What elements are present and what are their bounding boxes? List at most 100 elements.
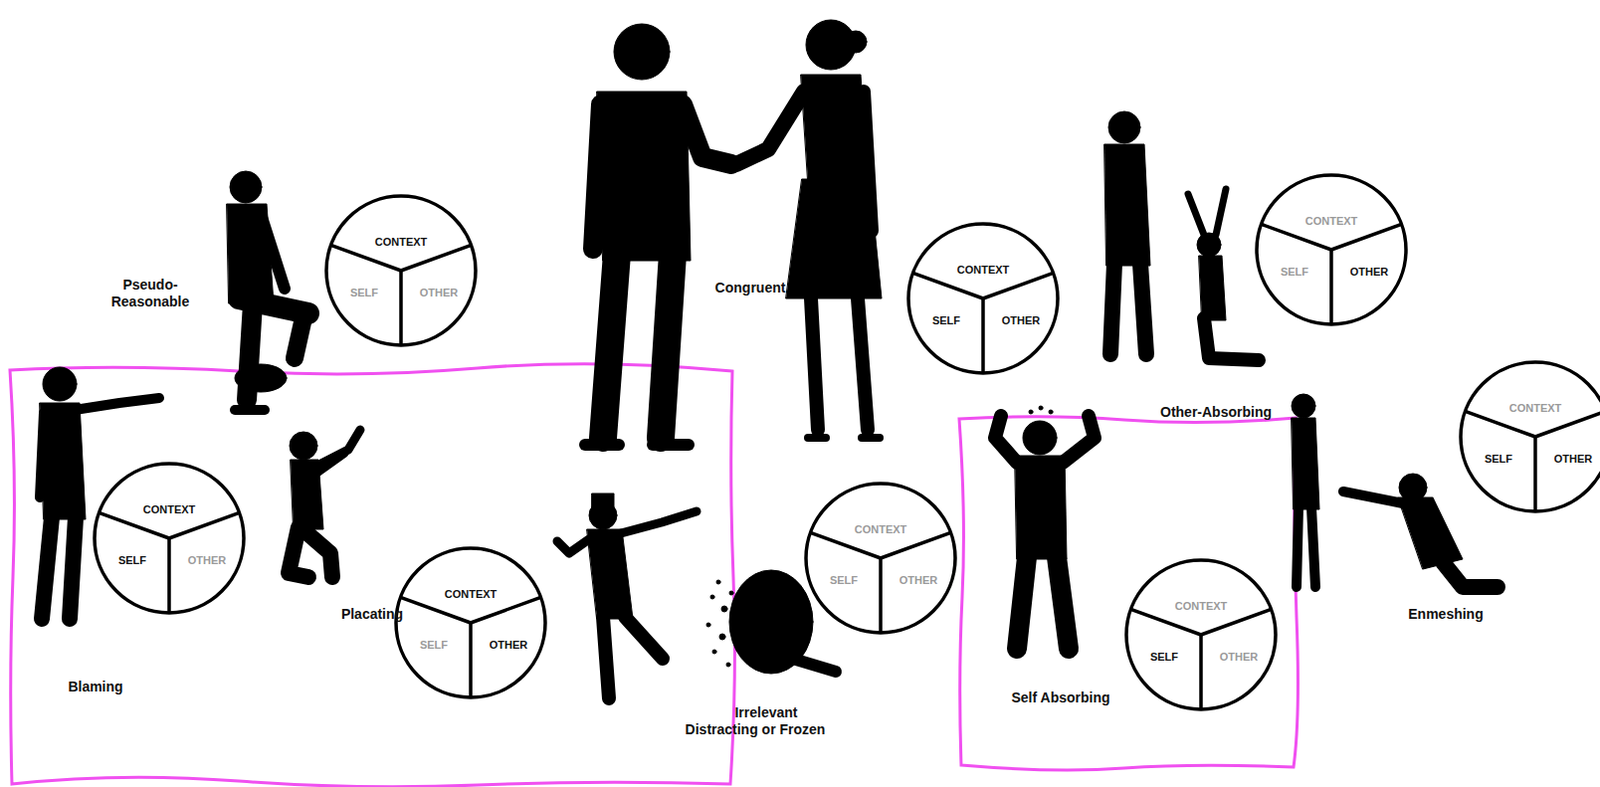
- speckle: [710, 595, 715, 600]
- pie-segment-label: OTHER: [1554, 452, 1594, 465]
- pie-circle: [1460, 362, 1600, 512]
- torso: [1014, 455, 1067, 560]
- stance-pie-circle: CONTEXTSELFOTHER: [324, 194, 478, 348]
- pie-divider: [331, 244, 401, 271]
- torso: [597, 91, 691, 261]
- stance-label: Self Absorbing: [991, 689, 1131, 707]
- pie-divider: [400, 244, 471, 271]
- head: [289, 431, 318, 460]
- sitting-man-silhouette: [226, 171, 309, 410]
- head: [229, 171, 262, 203]
- pie-segment-label: OTHER: [1350, 265, 1390, 278]
- pie-segment-label: OTHER: [899, 574, 939, 587]
- leg: [660, 253, 673, 438]
- arms-raised-man-silhouette: [995, 405, 1095, 649]
- speckle: [726, 662, 731, 667]
- pie-outline: [1254, 173, 1408, 327]
- pie-circle: [1256, 175, 1406, 325]
- arm: [260, 213, 285, 289]
- pie-segment-label: SELF: [829, 574, 858, 587]
- speckle: [719, 633, 726, 640]
- foot: [861, 433, 880, 442]
- arm: [593, 104, 601, 249]
- pie-outline: [1458, 360, 1600, 514]
- jester-silhouette: [557, 493, 697, 699]
- pie-segment-label: CONTEXT: [1305, 214, 1359, 227]
- pie-segment-label: SELF: [1280, 265, 1309, 278]
- shin: [294, 313, 305, 359]
- pie-segment-label: SELF: [932, 314, 961, 327]
- pie-divider: [399, 270, 403, 346]
- pie-divider: [880, 532, 951, 559]
- arm: [1343, 491, 1403, 504]
- stance-label: Congruent: [690, 279, 810, 297]
- stance-label: Placating: [322, 605, 422, 623]
- pie-segment-label: CONTEXT: [375, 235, 428, 248]
- torso: [1291, 417, 1320, 510]
- head: [613, 23, 670, 80]
- pie-divider: [1199, 634, 1203, 710]
- arm: [316, 453, 345, 474]
- stance-pie-circle: CONTEXTSELFOTHER: [1458, 360, 1600, 514]
- head: [42, 367, 77, 401]
- stance-label: Irrelevant Distracting or Frozen: [679, 704, 831, 739]
- stance-pie-circle: CONTEXTSELFOTHER: [1124, 558, 1278, 712]
- pie-outline: [92, 461, 246, 615]
- pie-divider: [1200, 608, 1271, 635]
- leg: [624, 616, 663, 659]
- pie-divider: [810, 532, 881, 559]
- pie-circle: [1126, 560, 1276, 710]
- stance-label: Enmeshing: [1386, 605, 1506, 623]
- arm: [620, 511, 697, 534]
- leg: [1056, 557, 1069, 649]
- arm: [682, 104, 732, 165]
- foot: [234, 404, 265, 415]
- torso: [1104, 144, 1151, 266]
- leg: [69, 517, 76, 619]
- foot: [652, 438, 689, 451]
- leg: [786, 656, 836, 672]
- handshake-woman-silhouette: [736, 19, 882, 438]
- head: [1291, 394, 1316, 418]
- highlight-box: [9, 364, 735, 787]
- standing-woman-silhouette: [1291, 394, 1320, 588]
- arm: [557, 539, 590, 554]
- pie-segment-label: SELF: [1484, 452, 1513, 465]
- pie-segment-label: CONTEXT: [854, 523, 908, 536]
- arm: [1188, 194, 1204, 235]
- emanation-dot: [1038, 405, 1043, 410]
- stance-label: Pseudo- Reasonable: [100, 276, 200, 311]
- foot: [585, 438, 619, 451]
- pie-divider: [1131, 608, 1201, 635]
- stance-pie-circle: CONTEXTSELFOTHER: [92, 461, 246, 615]
- pie-circle: [326, 196, 476, 346]
- arm: [736, 91, 804, 165]
- stance-pie-circle: CONTEXT SELF OTHER: [803, 481, 958, 635]
- leg: [1296, 507, 1299, 588]
- torso: [587, 529, 633, 619]
- pie-divider: [468, 622, 473, 698]
- pie-circle: [908, 223, 1058, 374]
- leg: [41, 517, 52, 619]
- pie-divider: [169, 512, 239, 539]
- speckle: [716, 580, 721, 585]
- pie-divider: [167, 538, 172, 613]
- highlight-box: [959, 416, 1298, 771]
- pie-segment-label: CONTEXT: [1175, 600, 1228, 612]
- speckle: [706, 622, 711, 627]
- pie-divider: [1535, 410, 1600, 437]
- seat: [234, 364, 287, 393]
- arm: [1215, 189, 1226, 235]
- pie-divider: [981, 298, 986, 374]
- pie-outline: [1124, 558, 1278, 712]
- pie-segment-label: SELF: [118, 554, 147, 567]
- pie-segment-label: OTHER: [1219, 650, 1259, 663]
- pie-outline: [394, 546, 548, 700]
- pie-outline: [906, 221, 1060, 376]
- handshake-man-silhouette: [585, 23, 732, 445]
- arm: [863, 91, 872, 231]
- pie-divider: [400, 597, 471, 623]
- pie-outline: [324, 194, 478, 348]
- arm: [39, 412, 44, 498]
